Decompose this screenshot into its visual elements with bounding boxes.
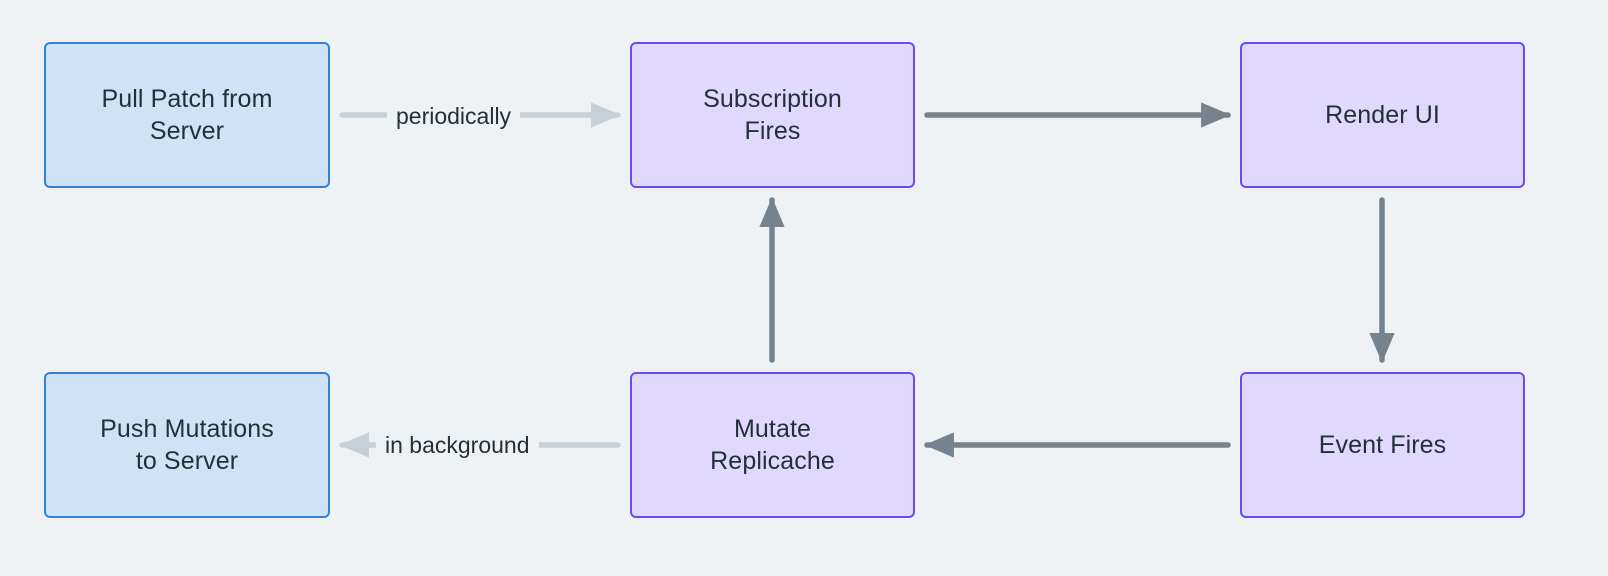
node-render-ui[interactable]: Render UI [1240, 42, 1525, 188]
node-mutate-replicache[interactable]: Mutate Replicache [630, 372, 915, 518]
node-pull-patch-from-server[interactable]: Pull Patch from Server [44, 42, 330, 188]
edge-label-in-background: in background [376, 432, 539, 460]
edge-label-periodically: periodically [387, 103, 521, 131]
node-push-mutations-to-server[interactable]: Push Mutations to Server [44, 372, 330, 518]
node-subscription-fires[interactable]: Subscription Fires [630, 42, 915, 188]
node-event-fires[interactable]: Event Fires [1240, 372, 1525, 518]
